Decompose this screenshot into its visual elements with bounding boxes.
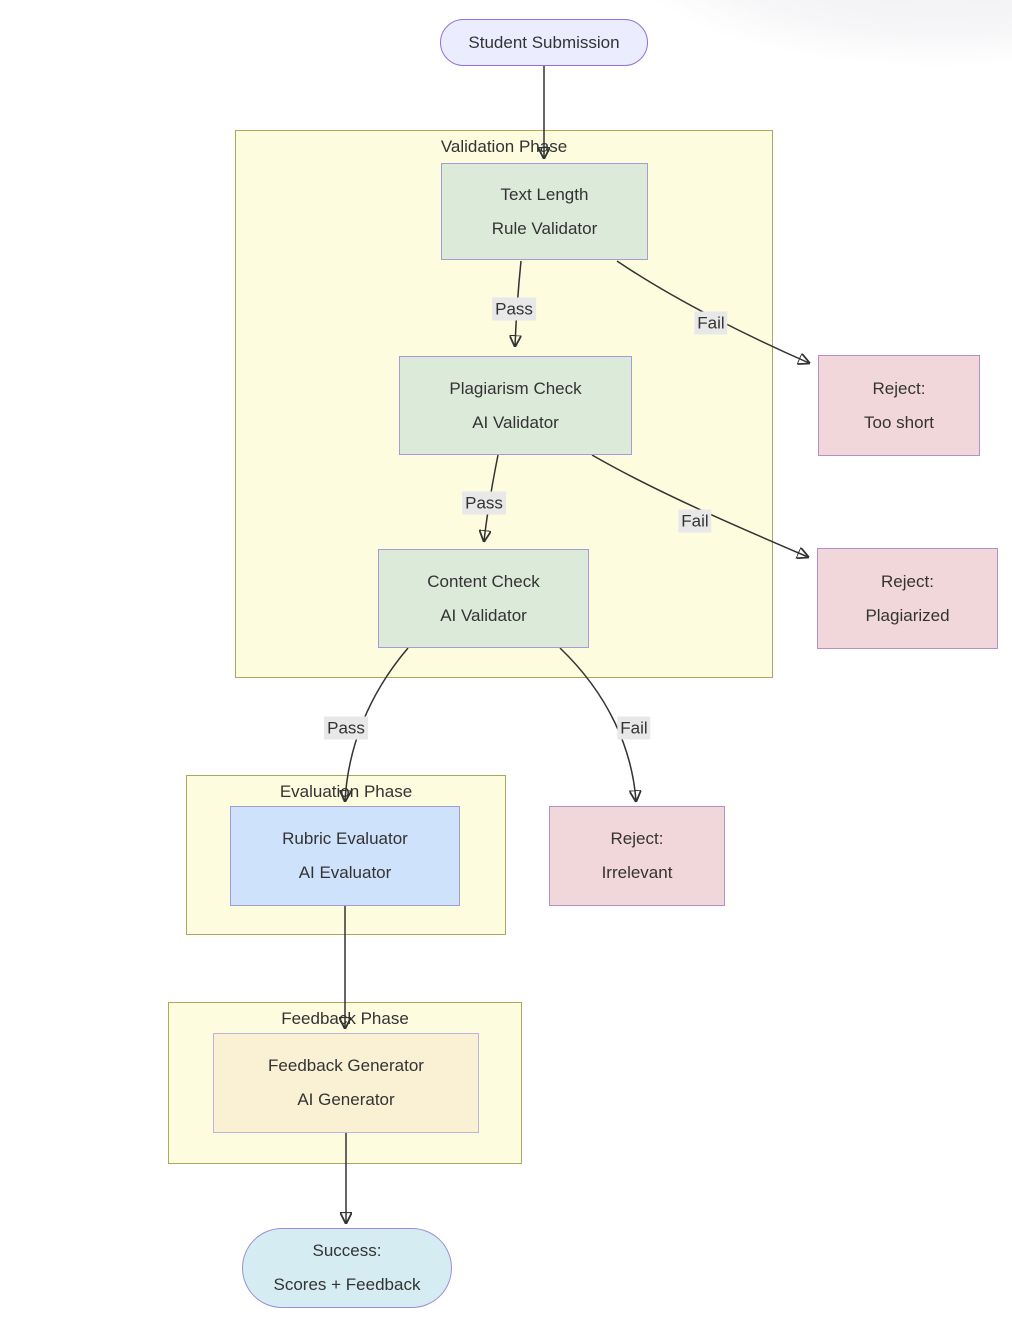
node-label: Rule Validator — [491, 218, 598, 238]
edge-label-fail-3: Fail — [617, 716, 651, 740]
edge-label-pass-1: Pass — [492, 297, 536, 321]
node-label: Reject: — [881, 571, 934, 591]
edge-label-pass-2: Pass — [462, 491, 506, 515]
node-label: Too short — [864, 412, 934, 432]
node-label: Feedback Generator — [268, 1056, 424, 1075]
node-label: Rubric Evaluator — [282, 829, 408, 848]
edge-label-fail-2: Fail — [678, 509, 712, 533]
node-reject-irrelevant: Reject: Irrelevant — [549, 806, 725, 906]
node-label: Text Length — [500, 184, 589, 204]
corner-shade-decoration — [652, 0, 1012, 120]
node-label: Irrelevant — [601, 863, 673, 882]
node-label: Reject: — [610, 829, 664, 848]
node-label: Reject: — [872, 378, 926, 398]
cluster-validation-title: Validation Phase — [440, 137, 568, 156]
node-text-length-validator: Text Length Rule Validator — [441, 163, 648, 260]
edge-label-fail-1: Fail — [694, 311, 728, 335]
node-label: Plagiarism Check — [449, 378, 582, 398]
node-plagiarism-check-validator: Plagiarism Check AI Validator — [399, 356, 632, 455]
node-content-check-validator: Content Check AI Validator — [378, 549, 589, 648]
node-label: Student Submission — [468, 32, 620, 52]
node-label: Content Check — [427, 571, 540, 591]
node-label: Success: — [312, 1241, 382, 1260]
node-label: AI Validator — [472, 412, 559, 432]
node-label: Scores + Feedback — [273, 1275, 421, 1294]
node-label: AI Validator — [440, 605, 527, 625]
node-reject-too-short: Reject: Too short — [818, 355, 980, 456]
node-label: Plagiarized — [865, 605, 950, 625]
cluster-feedback-title: Feedback Phase — [281, 1009, 409, 1028]
node-student-submission: Student Submission — [440, 19, 648, 66]
node-reject-plagiarized: Reject: Plagiarized — [817, 548, 998, 649]
node-success: Success: Scores + Feedback — [242, 1228, 452, 1308]
cluster-evaluation-title: Evaluation Phase — [279, 782, 413, 801]
edge-label-pass-3: Pass — [324, 716, 368, 740]
node-label: AI Evaluator — [298, 863, 392, 882]
node-feedback-generator: Feedback Generator AI Generator — [213, 1033, 479, 1133]
node-label: AI Generator — [297, 1090, 395, 1109]
node-rubric-evaluator: Rubric Evaluator AI Evaluator — [230, 806, 460, 906]
